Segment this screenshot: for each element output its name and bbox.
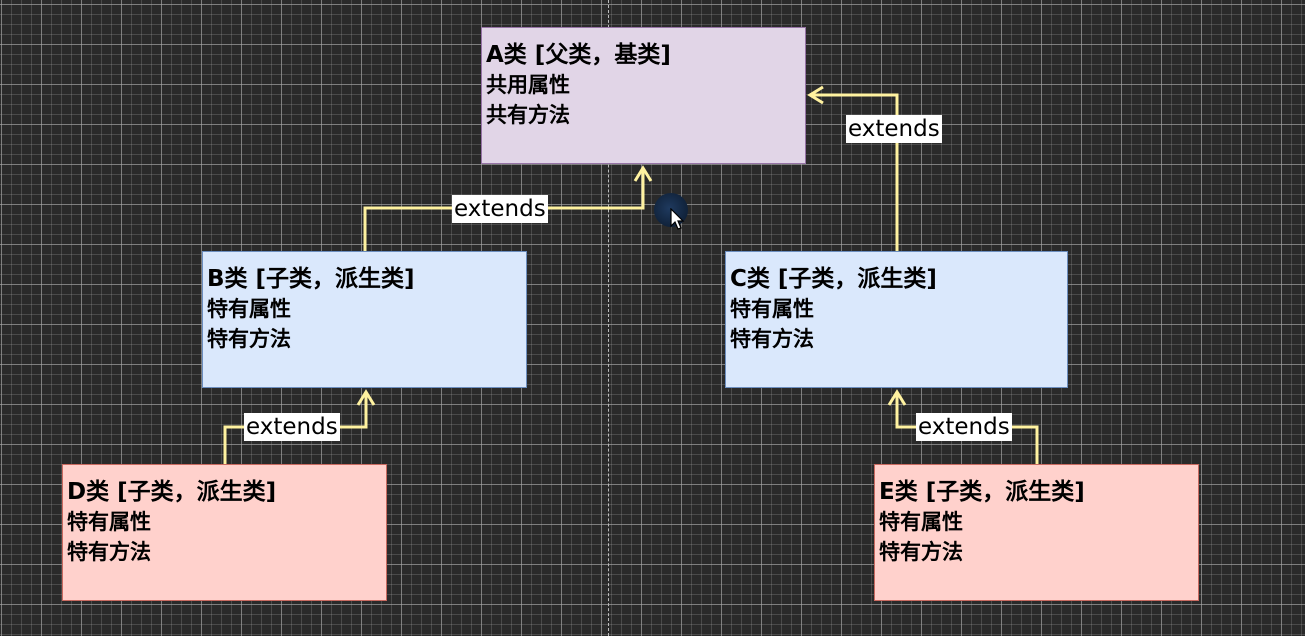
- class-node-a[interactable]: A类 [父类，基类] 共用属性 共有方法: [481, 27, 806, 164]
- node-a-title: A类 [父类，基类]: [486, 42, 671, 68]
- class-node-b[interactable]: B类 [子类，派生类] 特有属性 特有方法: [202, 251, 527, 388]
- node-c-methods: 特有方法: [730, 327, 814, 351]
- node-e-attributes: 特有属性: [879, 510, 963, 534]
- node-e-methods: 特有方法: [879, 540, 963, 564]
- edge-label-d-to-b[interactable]: extends: [244, 413, 340, 441]
- edge-label-e-to-c[interactable]: extends: [916, 413, 1012, 441]
- class-node-c[interactable]: C类 [子类，派生类] 特有属性 特有方法: [725, 251, 1068, 388]
- node-d-attributes: 特有属性: [67, 510, 151, 534]
- arrowhead-d-to-b: [356, 389, 376, 406]
- node-d-methods: 特有方法: [67, 540, 151, 564]
- mouse-pointer-icon: [670, 208, 685, 230]
- node-a-attributes: 共用属性: [486, 73, 570, 97]
- node-b-methods: 特有方法: [207, 327, 291, 351]
- node-b-attributes: 特有属性: [207, 297, 291, 321]
- arrowhead-b-to-a: [633, 165, 653, 182]
- arrowhead-c-to-a: [807, 85, 824, 105]
- edge-label-b-to-a[interactable]: extends: [452, 195, 548, 223]
- node-d-title: D类 [子类，派生类]: [67, 479, 277, 505]
- node-a-methods: 共有方法: [486, 103, 570, 127]
- node-c-attributes: 特有属性: [730, 297, 814, 321]
- edge-label-c-to-a[interactable]: extends: [846, 115, 942, 143]
- class-node-e[interactable]: E类 [子类，派生类] 特有属性 特有方法: [874, 464, 1199, 601]
- arrowhead-e-to-c: [887, 389, 907, 406]
- node-b-title: B类 [子类，派生类]: [207, 266, 415, 292]
- edge-c-to-a[interactable]: [810, 93, 899, 251]
- node-e-title: E类 [子类，派生类]: [879, 479, 1085, 505]
- node-c-title: C类 [子类，派生类]: [730, 266, 937, 292]
- class-node-d[interactable]: D类 [子类，派生类] 特有属性 特有方法: [62, 464, 387, 601]
- center-guide-line: [608, 0, 609, 636]
